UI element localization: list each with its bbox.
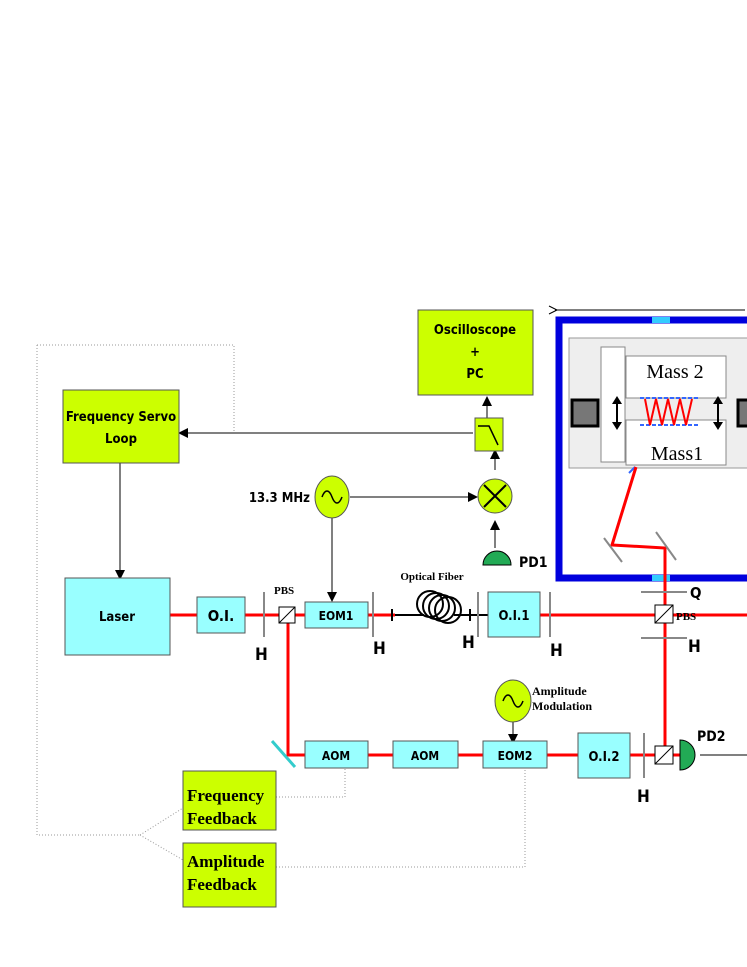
oi2-box: [577, 732, 631, 779]
amplitude-modulation-label-2: Modulation: [532, 699, 592, 713]
oscilloscope-box: [417, 309, 534, 396]
photodetectors: [482, 550, 696, 771]
optical-fiber-label: Optical Fiber: [400, 571, 463, 583]
h-label-4: H: [550, 641, 563, 661]
pd2-detector: [679, 739, 696, 771]
aom2-box: [392, 740, 459, 769]
h-label-6: H: [637, 787, 650, 807]
green-boxes: Oscilloscope + PC Frequency Servo Loop F…: [62, 309, 534, 908]
frequency-feedback-label-2: Feedback: [187, 809, 257, 828]
oi-box: [196, 596, 246, 634]
oi1-box: [487, 591, 541, 638]
cyan-boxes: Laser O.I. EOM1 O.I.1 AOM AOM EOM2 O.I.2: [64, 577, 631, 779]
h-label-2: H: [373, 639, 386, 659]
frequency-feedback-box: [182, 770, 277, 831]
mass2-label: Mass 2: [646, 361, 703, 383]
mirrors: [270, 531, 677, 768]
eom2-label: EOM2: [498, 749, 533, 763]
oi-label: O.I.: [208, 607, 234, 625]
oscilloscope-plus: +: [470, 345, 480, 360]
pd2-label: PD2: [697, 729, 725, 745]
servo-label-1: Frequency Servo: [66, 410, 176, 425]
oscilloscope-label: Oscilloscope: [434, 323, 516, 338]
h-label-5: H: [688, 637, 701, 657]
aom1-label: AOM: [322, 749, 350, 763]
sine-wave-icon-2: [502, 694, 524, 708]
eom1-box: [304, 601, 369, 629]
frequency-servo-box: [62, 389, 180, 464]
vacuum-chamber: Mass 2 Mass1: [555, 316, 747, 582]
amplitude-feedback-label-1: Amplitude: [187, 852, 265, 871]
eom2-box: [482, 740, 548, 769]
aom1-box: [304, 740, 369, 769]
feedback-dotted-lines: [36, 344, 526, 868]
sine-wave-icon: [321, 490, 343, 504]
mass1-label: Mass1: [651, 443, 703, 465]
pbs2-label: PBS: [676, 611, 696, 623]
pbs1-label: PBS: [274, 585, 294, 597]
h-label-3: H: [462, 633, 475, 653]
amplitude-feedback-box: [182, 842, 277, 908]
servo-label-2: Loop: [105, 432, 137, 447]
amplitude-feedback-label-2: Feedback: [187, 875, 257, 894]
lowpass-filter-icon: [478, 425, 499, 446]
frequency-feedback-label-1: Frequency: [187, 786, 265, 805]
laser-beam-paths: [170, 466, 747, 757]
oi1-label: O.I.1: [498, 609, 529, 624]
eom1-label: EOM1: [319, 609, 354, 623]
laser-label: Laser: [99, 610, 135, 625]
amplitude-modulation-label-1: Amplitude: [532, 684, 587, 698]
laser-box: [64, 577, 171, 656]
pc-label: PC: [466, 367, 483, 382]
optical-fiber: [391, 590, 488, 624]
pd1-detector: [482, 550, 512, 566]
q-label: Q: [690, 584, 701, 602]
component-labels: 13.3 MHz Optical Fiber PD1 PD2 PBS PBS Q…: [249, 491, 726, 807]
aom2-label: AOM: [411, 749, 439, 763]
mixer-icon: [483, 484, 507, 508]
frequency-label: 13.3 MHz: [249, 491, 310, 506]
h-label-1: H: [255, 645, 268, 665]
waveplates: [263, 591, 687, 778]
lowpass-filter-box: [474, 417, 504, 452]
pd1-label: PD1: [519, 555, 547, 571]
oi2-label: O.I.2: [588, 750, 619, 765]
pbs-cubes: [278, 604, 674, 765]
signal-lines: [115, 305, 747, 756]
